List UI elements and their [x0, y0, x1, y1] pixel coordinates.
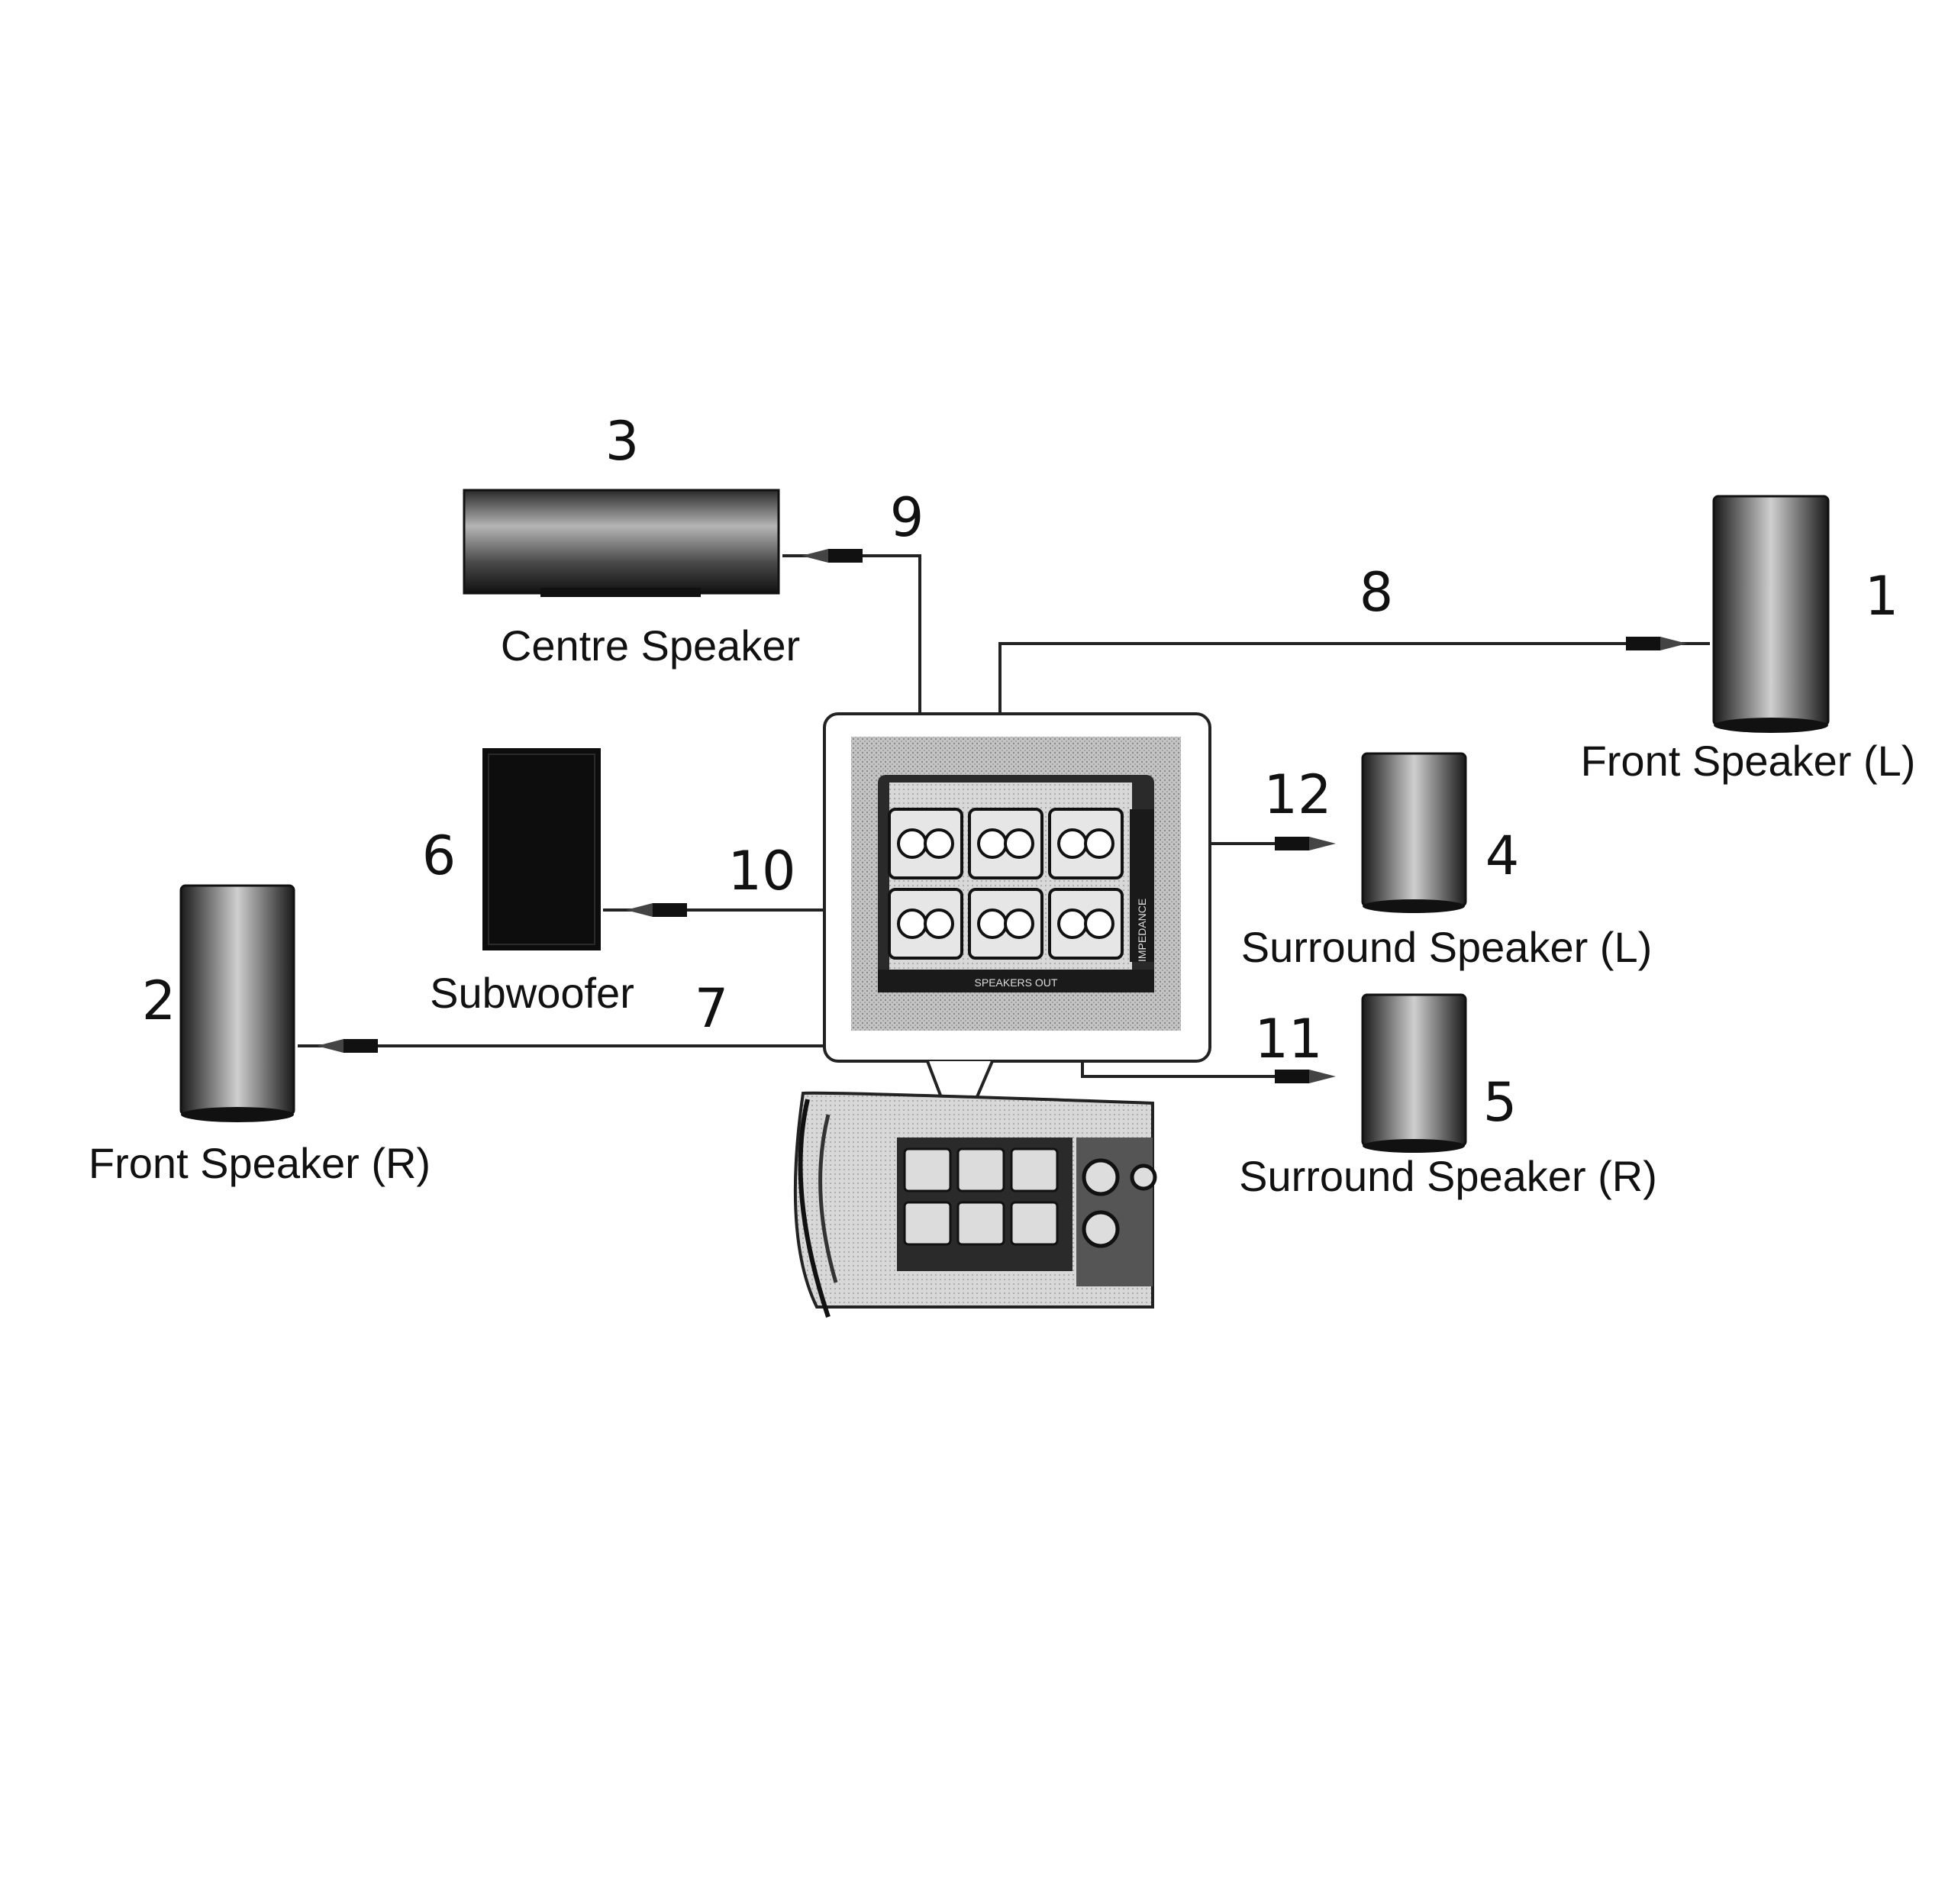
label-surround-speaker-left: Surround Speaker (L): [1241, 923, 1653, 971]
label-subwoofer: Subwoofer: [430, 969, 634, 1017]
plug-11: [1275, 1070, 1309, 1083]
speaker-terminal-panel-zoom: SPEAKERS OUT IMPEDANCE: [823, 712, 1211, 1146]
component-number-6: 6: [422, 825, 456, 887]
connector-plugs: [317, 549, 1687, 1083]
impedance-label: IMPEDANCE: [1136, 899, 1148, 962]
component-number-2: 2: [142, 970, 176, 1032]
receiver-rear-panel: [793, 1091, 1157, 1318]
label-surround-speaker-right: Surround Speaker (R): [1239, 1152, 1657, 1200]
terminal-grid: [888, 808, 1124, 960]
front-speaker-right: [179, 884, 295, 1122]
cable-number-9: 9: [890, 486, 924, 549]
cable-number-12: 12: [1263, 763, 1331, 826]
component-number-1: 1: [1865, 565, 1899, 628]
cable-number-10: 10: [727, 840, 795, 902]
component-number-3: 3: [605, 410, 640, 473]
cable-number-11: 11: [1254, 1008, 1322, 1070]
plug-8: [1626, 637, 1660, 650]
component-number-5: 5: [1483, 1071, 1518, 1134]
label-centre-speaker: Centre Speaker: [501, 621, 800, 670]
cable-number-8: 8: [1360, 561, 1394, 624]
plug-10: [653, 903, 687, 917]
front-speaker-left: [1712, 495, 1830, 733]
cable-number-7: 7: [695, 977, 729, 1040]
speakers-out-label: SPEAKERS OUT: [975, 976, 1058, 989]
plug-9: [828, 549, 863, 563]
plug-12: [1275, 837, 1309, 850]
label-front-speaker-left: Front Speaker (L): [1581, 737, 1916, 785]
component-number-4: 4: [1485, 825, 1520, 887]
surround-speaker-right: [1361, 993, 1467, 1153]
surround-speaker-left: [1361, 752, 1467, 913]
centre-speaker: [463, 489, 780, 597]
label-front-speaker-right: Front Speaker (R): [89, 1139, 431, 1187]
plug-7: [344, 1039, 378, 1053]
subwoofer: [482, 748, 601, 950]
